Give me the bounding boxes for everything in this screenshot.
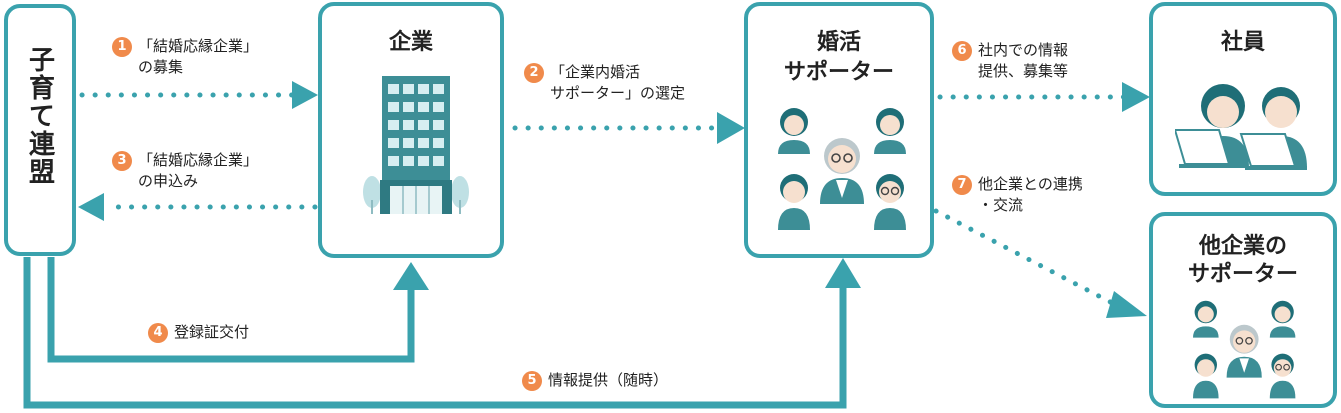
other-title-line1: 他企業の bbox=[1198, 234, 1287, 259]
step-1-line2: の募集 bbox=[138, 58, 184, 76]
arrow-4-head bbox=[393, 262, 429, 290]
arrow-5-line bbox=[23, 257, 847, 409]
step-7-number: 7 bbox=[952, 175, 972, 195]
kosodate-renmei-box: 子育て連盟 bbox=[4, 4, 76, 256]
building-icon bbox=[363, 76, 469, 214]
step-1-line1: 「結婚応縁企業」 bbox=[138, 37, 259, 55]
arrow-4-line bbox=[47, 257, 415, 363]
step-6-label: 6 社内での情報 提供、募集等 bbox=[952, 40, 1068, 82]
konkatsu-supporter-box: 婚活 サポーター bbox=[744, 2, 934, 258]
step-4-label: 4 登録証交付 bbox=[148, 322, 249, 343]
person-man-center bbox=[820, 138, 864, 204]
konkatsu-title-line1: 婚活 bbox=[816, 30, 861, 55]
step-3-line2: の申込み bbox=[138, 172, 199, 190]
laptop-left bbox=[1175, 129, 1241, 168]
step-7-line1: 他企業との連携 bbox=[978, 175, 1083, 193]
step-2-line1: 「企業内婚活 bbox=[550, 63, 641, 81]
step-3-label: 3 「結婚応縁企業」 の申込み bbox=[112, 150, 258, 192]
step-1-number: 1 bbox=[112, 37, 132, 57]
step-5-number: 5 bbox=[522, 371, 542, 391]
arrow-5-head bbox=[825, 258, 861, 288]
step-3-line1: 「結婚応縁企業」 bbox=[138, 151, 259, 169]
person-woman-left bbox=[778, 108, 810, 154]
person-woman-right bbox=[874, 108, 906, 154]
step-7-line2: ・交流 bbox=[978, 196, 1024, 214]
kigyo-label: 企業 bbox=[388, 30, 433, 55]
other-supporters-icon bbox=[1193, 300, 1296, 399]
step-2-label: 2 「企業内婚活 サポーター」の選定 bbox=[524, 62, 685, 104]
step-5-text: 情報提供（随時） bbox=[548, 371, 669, 389]
arrow-2-head bbox=[717, 112, 745, 144]
kosodate-renmei-label: 子育て連盟 bbox=[24, 46, 55, 186]
other-title-line2: サポーター bbox=[1187, 262, 1298, 287]
step-1-label: 1 「結婚応縁企業」 の募集 bbox=[112, 36, 258, 78]
person-man-bottom-left bbox=[778, 174, 810, 230]
arrow-7-line bbox=[933, 208, 1121, 309]
step-6-number: 6 bbox=[952, 41, 972, 61]
arrow-1-head bbox=[292, 81, 318, 109]
person-man-bottom-right bbox=[874, 174, 906, 230]
step-6-line2: 提供、募集等 bbox=[978, 62, 1069, 80]
step-4-text: 登録証交付 bbox=[174, 323, 250, 341]
step-5-label: 5 情報提供（随時） bbox=[522, 370, 668, 391]
arrow-3-head bbox=[78, 193, 104, 221]
laptop-right bbox=[1239, 133, 1307, 170]
step-4-number: 4 bbox=[148, 323, 168, 343]
konkatsu-title-line2: サポーター bbox=[783, 60, 894, 85]
arrow-6-head bbox=[1122, 82, 1150, 112]
step-2-number: 2 bbox=[524, 63, 544, 83]
step-7-label: 7 他企業との連携 ・交流 bbox=[952, 174, 1083, 216]
shain-box: 社員 bbox=[1149, 2, 1337, 196]
other-supporter-box: 他企業の サポーター bbox=[1149, 212, 1337, 408]
step-6-line1: 社内での情報 bbox=[978, 41, 1069, 59]
step-3-number: 3 bbox=[112, 151, 132, 171]
kigyo-box: 企業 bbox=[318, 2, 504, 258]
shain-label: 社員 bbox=[1220, 30, 1265, 55]
supporter-group-icon bbox=[778, 108, 906, 230]
step-2-line2: サポーター」の選定 bbox=[550, 84, 686, 102]
arrow-7-head bbox=[1106, 291, 1147, 318]
employees-icon bbox=[1175, 84, 1307, 170]
